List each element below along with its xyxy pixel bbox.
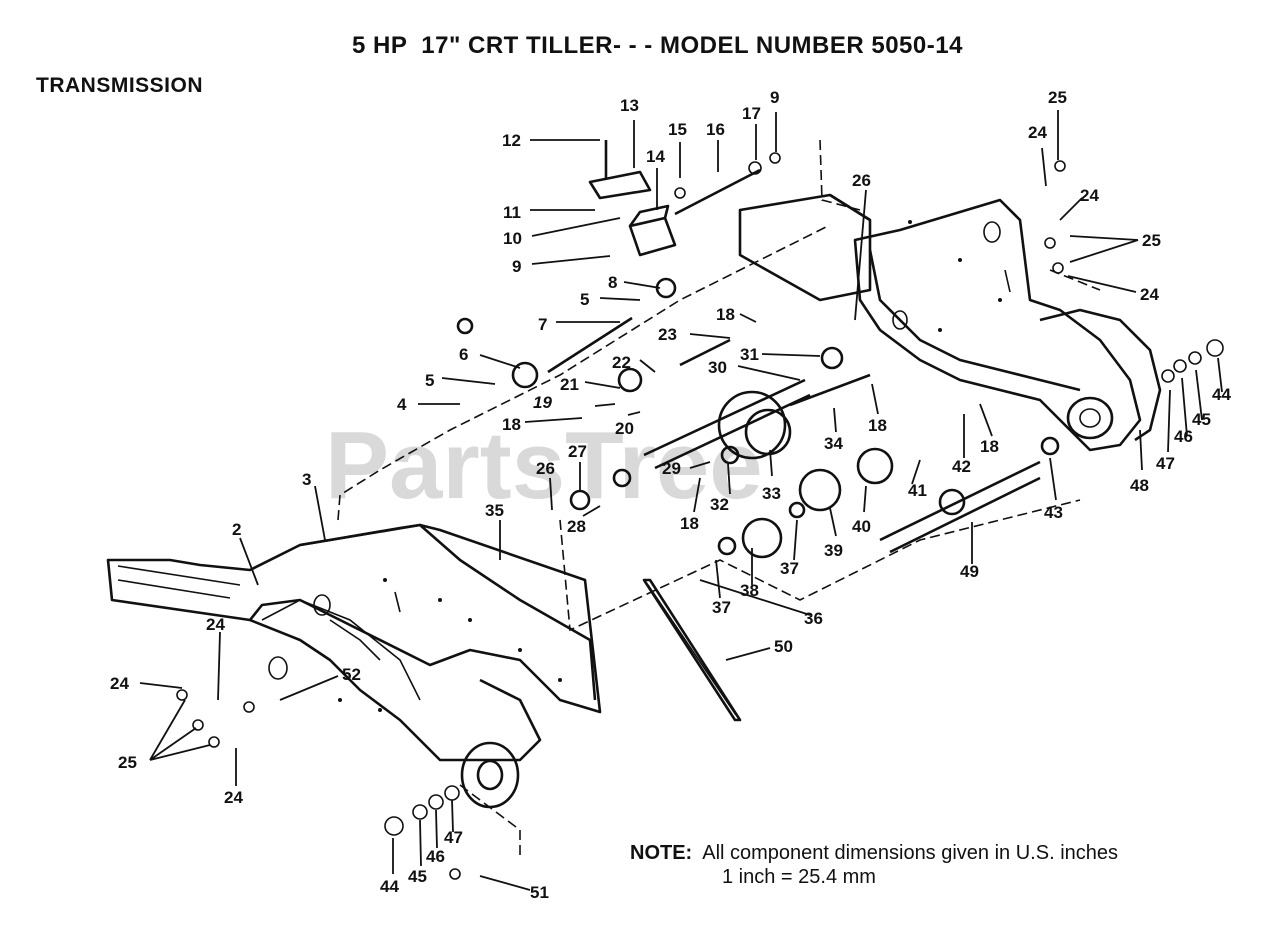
callout-47-left: 47	[444, 828, 463, 847]
callout-25-left: 25	[118, 753, 137, 772]
callout-2: 2	[232, 520, 241, 539]
right-housing	[738, 193, 1162, 452]
callout-4: 4	[397, 395, 407, 414]
callout-44-right: 44	[1212, 385, 1231, 404]
callout-42: 42	[952, 457, 971, 476]
callout-32: 32	[710, 495, 729, 514]
callout-46-right: 46	[1174, 427, 1193, 446]
callout-35: 35	[485, 501, 504, 520]
callout-3: 3	[302, 470, 311, 489]
callout-43: 43	[1044, 503, 1063, 522]
callout-46-left: 46	[426, 847, 445, 866]
callout-45-right: 45	[1192, 410, 1211, 429]
callout-31: 31	[740, 345, 759, 364]
callout-18-mid: 18	[868, 416, 887, 435]
callout-49: 49	[960, 562, 979, 581]
callout-51: 51	[530, 883, 549, 902]
callout-22: 22	[612, 353, 631, 372]
diagram-title: 5 HP 17" CRT TILLER- - - MODEL NUMBER 50…	[352, 32, 963, 59]
drive-chain	[642, 578, 742, 722]
callout-9-top: 9	[770, 88, 779, 107]
callout-18-upper: 18	[716, 305, 735, 324]
callout-29: 29	[662, 459, 681, 478]
shifter-assembly	[588, 140, 781, 257]
callout-24-right-top: 24	[1028, 123, 1047, 142]
callout-50: 50	[774, 637, 793, 656]
callout-20: 20	[615, 419, 634, 438]
hardware-washers	[176, 160, 1224, 880]
callout-25-top: 25	[1048, 88, 1067, 107]
callout-45-left: 45	[408, 867, 427, 886]
callout-labels: 12 13 15 16 17 9 14 11 10 9 8 5 7 6 5 4 …	[110, 88, 1231, 902]
callout-24-bottom: 24	[224, 788, 243, 807]
callout-44-left: 44	[380, 877, 399, 896]
callout-52: 52	[342, 665, 361, 684]
callout-28: 28	[567, 517, 586, 536]
callout-21: 21	[560, 375, 579, 394]
section-title: TRANSMISSION	[36, 74, 204, 97]
callout-34: 34	[824, 434, 843, 453]
callout-26: 26	[536, 459, 555, 478]
callout-40: 40	[852, 517, 871, 536]
callout-47-right: 47	[1156, 454, 1175, 473]
callout-39: 39	[824, 541, 843, 560]
callout-37-low: 37	[712, 598, 731, 617]
note-label: NOTE:	[630, 842, 693, 864]
callout-18-left: 18	[502, 415, 521, 434]
callout-8: 8	[608, 273, 617, 292]
callout-37: 37	[780, 559, 799, 578]
callout-15: 15	[668, 120, 687, 139]
callout-10: 10	[503, 229, 522, 248]
callout-5: 5	[425, 371, 434, 390]
callout-19: 19	[533, 393, 552, 412]
callout-26-upper: 26	[852, 171, 871, 190]
callout-24-left: 24	[206, 615, 225, 634]
note-conversion: 1 inch = 25.4 mm	[722, 866, 876, 888]
callout-14: 14	[646, 147, 665, 166]
callout-36: 36	[804, 609, 823, 628]
callout-5-upper: 5	[580, 290, 589, 309]
watermark: PartsTree	[325, 412, 763, 519]
callout-33: 33	[762, 484, 781, 503]
callout-23: 23	[658, 325, 677, 344]
callout-38: 38	[740, 581, 759, 600]
callout-24-far-left: 24	[110, 674, 129, 693]
callout-27: 27	[568, 442, 587, 461]
callout-11: 11	[503, 203, 521, 222]
callout-24-right-mid: 24	[1080, 186, 1099, 205]
callout-30: 30	[708, 358, 727, 377]
callout-48: 48	[1130, 476, 1149, 495]
left-housing	[106, 523, 602, 809]
callout-25-right: 25	[1142, 231, 1161, 250]
callout-9: 9	[512, 257, 521, 276]
callout-41: 41	[908, 481, 927, 500]
callout-13: 13	[620, 96, 639, 115]
callout-6: 6	[459, 345, 468, 364]
callout-7: 7	[538, 315, 547, 334]
callout-16: 16	[706, 120, 725, 139]
callout-leaders	[139, 110, 1223, 891]
callout-18-low: 18	[680, 514, 699, 533]
callout-18-right: 18	[980, 437, 999, 456]
note-text: NOTE: All component dimensions given in …	[630, 842, 1118, 865]
gear-shafts	[456, 277, 1060, 559]
callout-12: 12	[502, 131, 521, 150]
note-body: All component dimensions given in U.S. i…	[692, 842, 1118, 864]
callout-17: 17	[742, 104, 761, 123]
callout-24-right-low: 24	[1140, 285, 1159, 304]
